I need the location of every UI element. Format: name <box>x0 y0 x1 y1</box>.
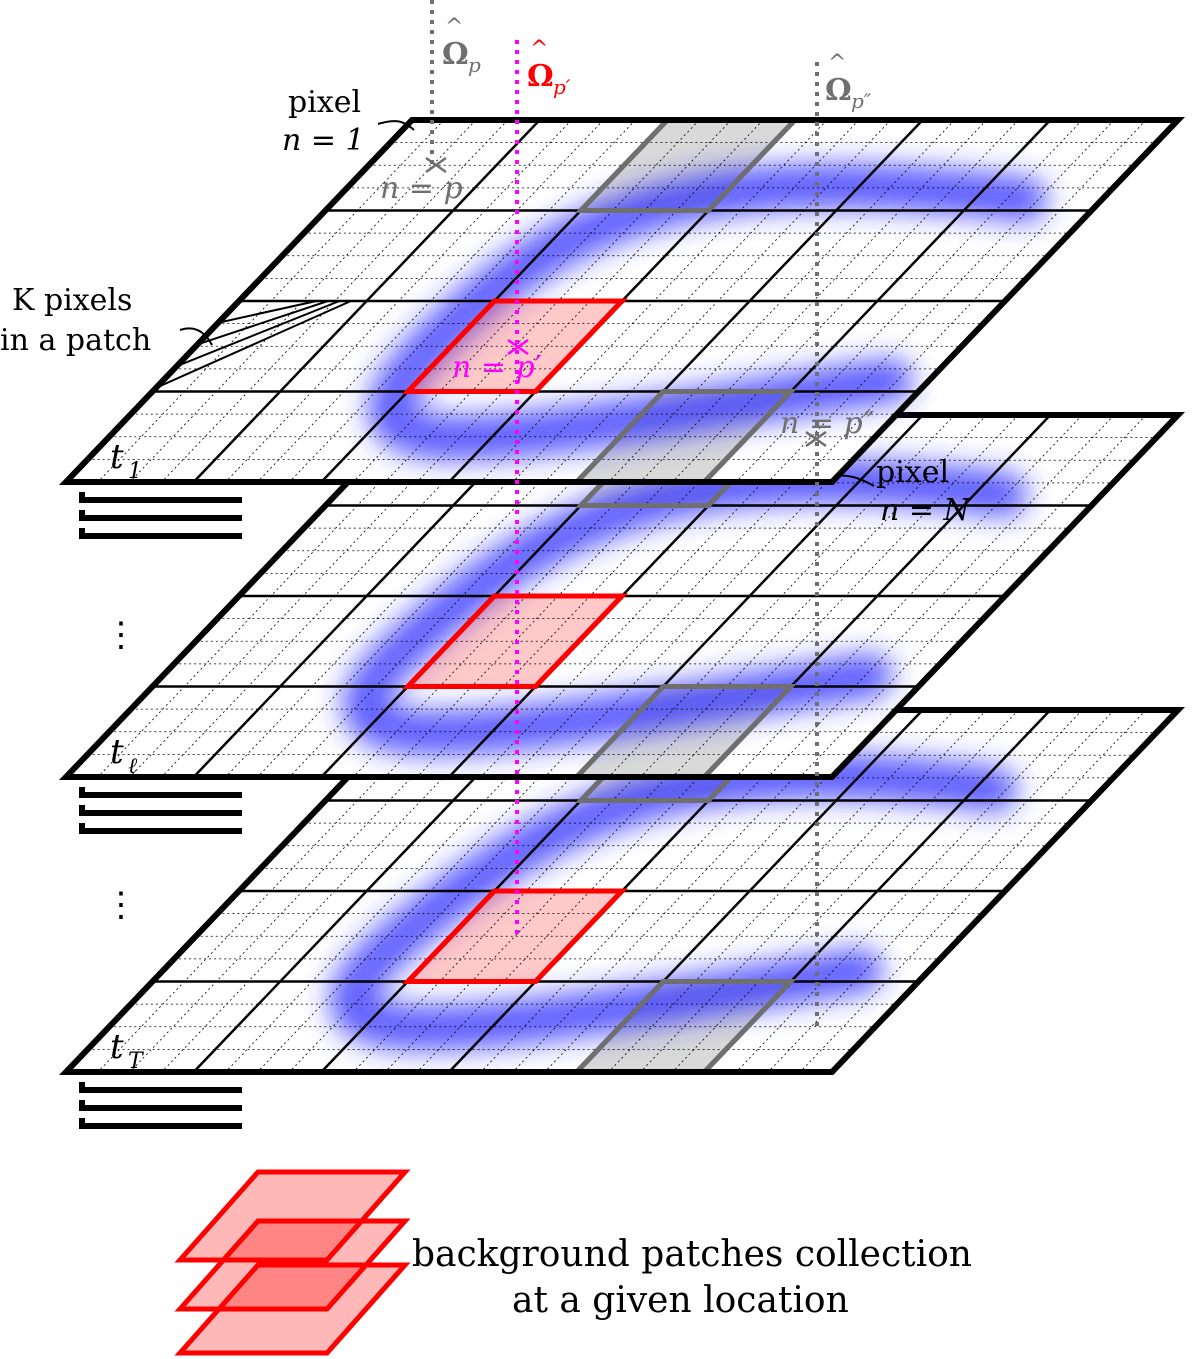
frame-border <box>58 117 1186 485</box>
svg-text:pixel: pixel <box>876 455 949 490</box>
k-pixels-annotation: K pixels in a patch <box>0 283 213 358</box>
stack-edge <box>79 492 242 503</box>
stack-edge <box>79 823 242 834</box>
svg-text:p: p <box>468 53 481 77</box>
svg-text:Ω: Ω <box>527 59 554 94</box>
patch-pp-label: n = p′ <box>452 338 542 385</box>
omega-ppp-label: Ω ^ p″ <box>825 51 872 113</box>
blue-blob <box>329 754 1018 1050</box>
legend-line2: at a given location <box>512 1280 849 1321</box>
svg-text:in a patch: in a patch <box>0 323 151 358</box>
stack-edge <box>79 787 242 798</box>
legend-line1: background patches collection <box>412 1234 972 1275</box>
svg-text:Ω: Ω <box>825 73 852 108</box>
svg-text:pixel: pixel <box>288 85 361 120</box>
red-patch-outline <box>401 593 628 689</box>
frame-time-subscript: T <box>128 1049 145 1074</box>
stack-edge <box>79 510 242 521</box>
stack-edge <box>79 1118 242 1129</box>
red-patch-outline <box>401 298 628 394</box>
frame-time-subscript: ℓ <box>128 754 138 779</box>
svg-text:n = p: n = p <box>380 171 463 206</box>
ellipsis-1: ⋮ <box>104 615 138 655</box>
svg-text:p′: p′ <box>553 75 571 99</box>
frame-time-subscript: 1 <box>128 459 142 484</box>
stack-edge <box>79 805 242 816</box>
patch-ppp-label: n = p″ <box>780 406 875 448</box>
stack-edge <box>79 1082 242 1093</box>
blue-blob <box>368 164 1048 460</box>
ellipsis-2: ⋮ <box>104 885 138 925</box>
pixel-first-annotation: pixel n = 1 <box>282 85 415 158</box>
omega-p-label: Ω ^ p <box>442 15 481 77</box>
frame-time-label: t <box>110 732 124 772</box>
frame-border <box>58 707 1186 1075</box>
svg-text:n = p″: n = p″ <box>780 406 875 441</box>
pixel-last-annotation: pixel n = N <box>833 455 972 528</box>
red-patch-outline <box>401 888 628 984</box>
stack-edge <box>79 1100 242 1111</box>
k-pixels-hatch <box>155 300 352 389</box>
svg-text:n = N: n = N <box>880 493 972 528</box>
stack-edge <box>79 528 242 539</box>
legend: background patches collection at a given… <box>174 1169 972 1356</box>
blue-blob <box>342 459 1028 755</box>
frame-time-label: t <box>110 1027 124 1067</box>
k-pixels-hatch <box>176 300 340 368</box>
svg-text:n = 1: n = 1 <box>282 123 365 158</box>
legend-patch-top <box>174 1169 411 1263</box>
k-pixels-hatch <box>218 300 317 324</box>
svg-text:n = p′: n = p′ <box>452 350 542 385</box>
svg-text:^: ^ <box>828 51 846 76</box>
frame-border <box>58 412 1186 780</box>
frame-time-label: t <box>110 437 124 477</box>
svg-text:^: ^ <box>530 37 548 62</box>
svg-text:p″: p″ <box>851 89 872 113</box>
patch-p-label: n = p <box>380 156 463 206</box>
svg-text:^: ^ <box>445 15 463 40</box>
svg-text:K pixels: K pixels <box>12 283 132 318</box>
omega-pp-label: Ω ^ p′ <box>527 37 571 99</box>
legend-patch-middle <box>174 1218 411 1312</box>
k-pixels-hatch <box>197 300 329 346</box>
svg-text:Ω: Ω <box>442 37 469 72</box>
